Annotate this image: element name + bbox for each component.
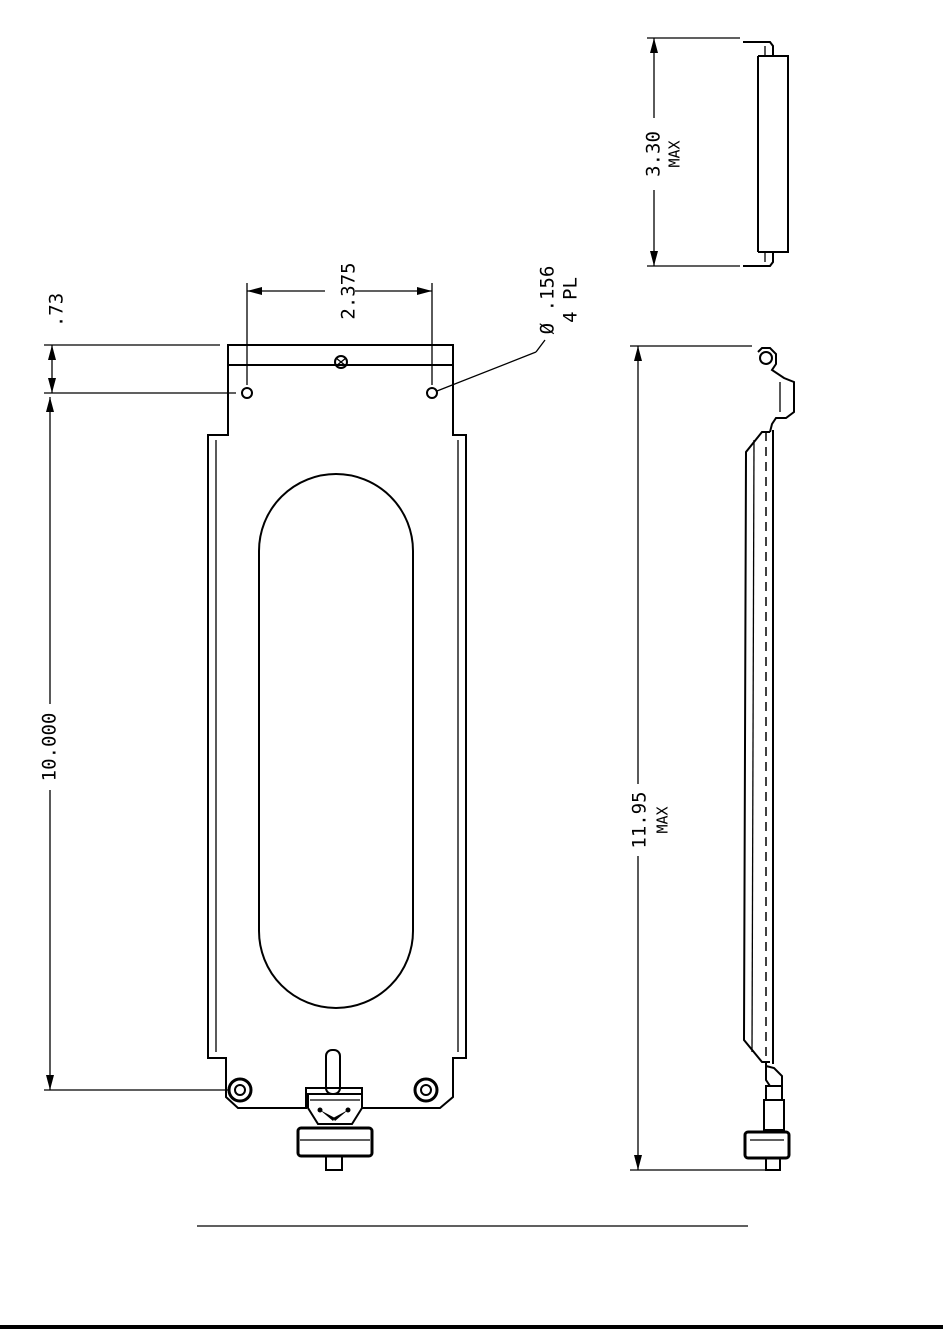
side-view: 11.95 MAX [629,346,795,1170]
dim-hole-callout: Ø .156 [537,266,559,335]
mounting-hole-bottom-right [415,1079,437,1101]
front-view-outline [208,345,466,1108]
dim-body-length [44,397,228,1090]
end-view-outline [743,42,788,266]
dim-end-height-note: MAX [666,140,684,167]
dim-body-length-label: 10.000 [39,713,61,782]
dim-hole-count: 4 PL [560,277,582,323]
mounting-hole-top-left [242,388,252,398]
dim-end-height-label: 3.30 [643,131,665,177]
dim-side-height-label: 11.95 [629,791,651,848]
dim-hole-spacing-label: 2.375 [338,262,360,319]
top-screw [335,356,347,368]
mounting-hole-top-right [427,388,437,398]
oval-cutout [259,474,413,1008]
latch-handle [298,1050,372,1170]
front-view: 2.375 Ø .156 4 PL .73 10.000 [39,262,582,1170]
dim-flange-height-label: .73 [46,293,68,327]
dim-flange-height [44,345,236,393]
dim-side-height-note: MAX [654,806,672,833]
side-top-hook [758,348,794,432]
dim-side-height [630,346,768,1170]
end-view: 3.30 MAX [643,38,789,266]
side-bottom-hardware [766,1062,782,1086]
mounting-hole-bottom-left [229,1079,251,1101]
